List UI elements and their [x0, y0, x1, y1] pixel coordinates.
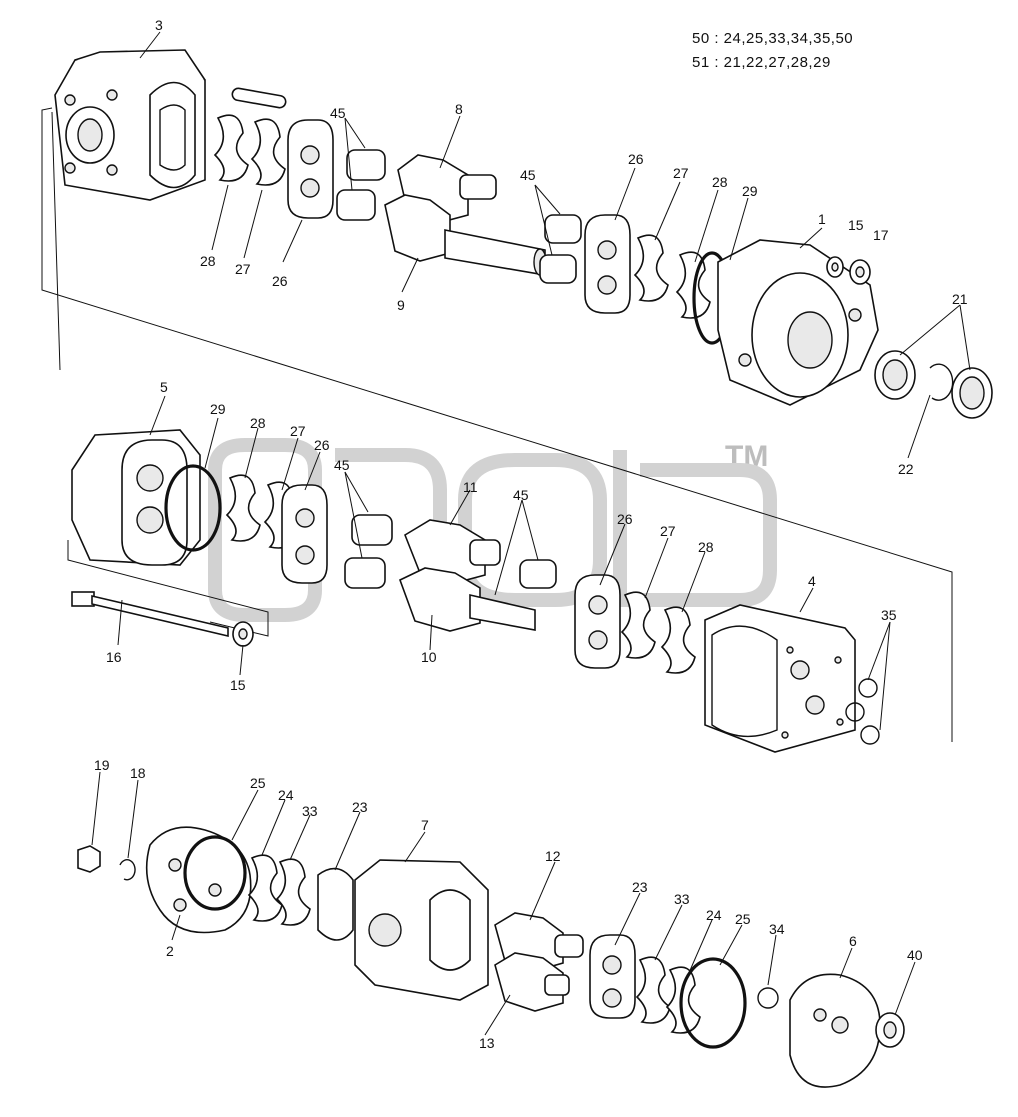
callout-label: 19: [94, 757, 110, 773]
legend-line-51: 51 : 21,22,27,28,29: [692, 54, 831, 71]
callout-label: 27: [660, 523, 676, 539]
part-15-17-washer-nut: [826, 256, 871, 285]
callout-label: 17: [873, 227, 889, 243]
callout-label: 34: [769, 921, 785, 937]
callout-label: 26: [272, 273, 288, 289]
part-23-bearing-plate: [589, 934, 636, 1019]
part-26-bearing-plate: [287, 119, 334, 219]
part-16-tie-bolt: [71, 591, 229, 638]
callout-label: 25: [250, 775, 266, 791]
part-45-bushing-d: [519, 559, 557, 589]
callout-label: 28: [250, 415, 266, 431]
part-24-seal: [247, 854, 283, 922]
part-35-o-rings: [845, 678, 880, 745]
part-33-seal-b: [635, 956, 671, 1024]
callout-label: 28: [698, 539, 714, 555]
part-29-o-ring-b: [164, 464, 222, 552]
part-26-bearing-plate-d: [574, 574, 621, 669]
part-19-18-bolt-washer: [77, 845, 136, 881]
callout-label: 45: [520, 167, 536, 183]
part-28-seal-c: [225, 474, 261, 542]
part-26-bearing-plate-b: [584, 214, 631, 314]
callout-label: 26: [628, 151, 644, 167]
callout-label: 26: [617, 511, 633, 527]
part-4-rear-housing: [704, 604, 856, 753]
part-45-bushings-c: [344, 514, 393, 589]
callout-label: 26: [314, 437, 330, 453]
callout-label: 40: [907, 947, 923, 963]
legend-line-50: 50 : 24,25,33,34,35,50: [692, 30, 854, 47]
callout-label: 35: [881, 607, 897, 623]
dowel-pin: [231, 87, 287, 109]
part-5-housing: [71, 429, 201, 566]
callout-label: 33: [302, 803, 318, 819]
callout-label: 24: [706, 907, 722, 923]
part-27-seal-d: [620, 591, 656, 659]
callout-label: 29: [210, 401, 226, 417]
callout-label: 27: [290, 423, 306, 439]
callout-label: 18: [130, 765, 146, 781]
callout-label: 33: [674, 891, 690, 907]
callout-label: 16: [106, 649, 122, 665]
part-10-11-gear-shafts: [398, 519, 536, 632]
part-23-plate: [317, 867, 354, 941]
part-27-seal-b: [633, 234, 669, 302]
callout-label: 13: [479, 1035, 495, 1051]
callout-label: 12: [545, 848, 561, 864]
callout-label: 25: [735, 911, 751, 927]
callout-label: 10: [421, 649, 437, 665]
callout-label: 21: [952, 291, 968, 307]
part-6-40-end-cover: [789, 973, 905, 1088]
callout-label: 23: [632, 879, 648, 895]
part-33-seal: [275, 858, 311, 926]
part-27-seal: [250, 118, 286, 186]
callout-label: 15: [230, 677, 246, 693]
part-25-o-ring-b: [679, 957, 747, 1049]
part-45-bushings-b: [539, 214, 582, 284]
leader-lines: [91, 31, 971, 1036]
part-12-13-gears: [494, 912, 584, 1012]
part-3-housing: [54, 49, 206, 201]
part-34-o-ring: [757, 987, 779, 1009]
part-28-seal: [213, 114, 249, 182]
callout-label: 27: [673, 165, 689, 181]
callout-label: 24: [278, 787, 294, 803]
part-21-22-seal-snapring: [874, 350, 993, 419]
part-15-washer-b: [232, 621, 254, 647]
part-1-front-cover: [717, 239, 879, 406]
part-8-9-gear-shafts: [384, 154, 547, 276]
callout-label: 45: [334, 457, 350, 473]
part-28-seal-d: [660, 606, 696, 674]
part-25-o-ring: [183, 835, 247, 911]
callout-label: 22: [898, 461, 914, 477]
part-45-bushings-a: [336, 149, 386, 221]
callout-label: 4: [808, 573, 816, 589]
callout-label: 2: [166, 943, 174, 959]
watermark-logo: [208, 438, 777, 622]
callout-label: 27: [235, 261, 251, 277]
callout-label: 28: [200, 253, 216, 269]
callout-label: 28: [712, 174, 728, 190]
callout-label: 11: [463, 479, 478, 495]
callout-label: 6: [849, 933, 857, 949]
part-24-seal-b: [665, 966, 701, 1034]
callout-label: 45: [330, 105, 346, 121]
part-7-body: [354, 859, 489, 1001]
callout-label: 5: [160, 379, 168, 395]
callout-label: 23: [352, 799, 368, 815]
callout-label: 9: [397, 297, 405, 313]
callout-label: 15: [848, 217, 864, 233]
callout-label: 29: [742, 183, 758, 199]
callout-label: 7: [421, 817, 429, 833]
callout-label: 3: [155, 17, 163, 33]
part-26-bearing-plate-c: [281, 484, 328, 584]
callout-label: 8: [455, 101, 463, 117]
callout-label: 45: [513, 487, 529, 503]
callout-label: 1: [818, 211, 826, 227]
